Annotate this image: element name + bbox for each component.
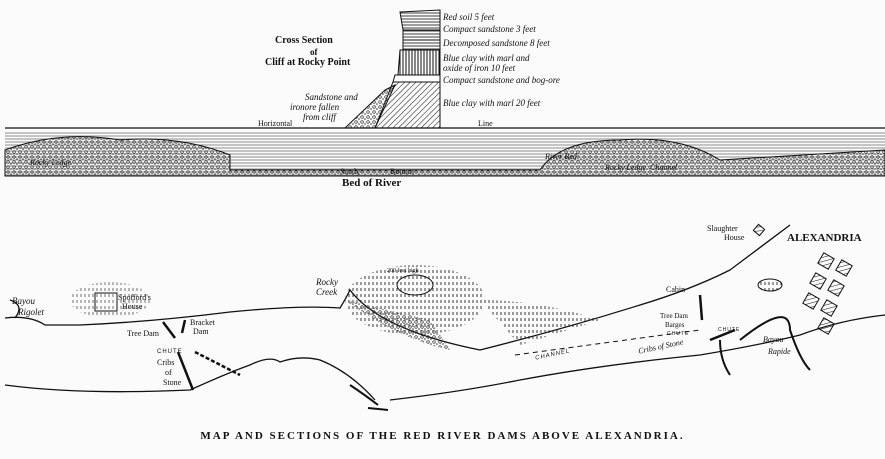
tree-dam-left: Tree Dam xyxy=(127,329,159,338)
cliff-cross-section xyxy=(343,9,441,129)
rocky-creek-2: Creek xyxy=(316,287,338,297)
fallen-label-2: ironore fallen xyxy=(290,102,340,112)
chute-right-1: CHUTE xyxy=(667,331,690,337)
dams xyxy=(162,294,736,391)
bracket-dam-2: Dam xyxy=(193,327,209,336)
tree-dam-right: Tree Dam xyxy=(660,312,688,320)
cribs-left-2: of xyxy=(165,368,172,377)
cribs-left-3: Stone xyxy=(163,378,182,387)
hill-hachures xyxy=(70,265,600,350)
slaughter-house-2: House xyxy=(724,233,745,242)
bracket-dam-1: Bracket xyxy=(190,318,215,327)
spoffords-house-2: House xyxy=(122,302,143,311)
map-caption: MAP AND SECTIONS OF THE RED RIVER DAMS A… xyxy=(200,430,685,442)
stratum-bog-ore: Compact sandstone and bog-ore xyxy=(443,75,560,85)
section-title-of: of xyxy=(310,47,318,57)
bayou-rapide-1: Bayou xyxy=(763,335,784,344)
rocky-ledge-right: Rocky Ledge xyxy=(605,163,647,172)
slaughter-house-1: Slaughter xyxy=(707,224,738,233)
bottom-label: Bottom xyxy=(390,167,415,176)
bayou-rigolet-2: Rigolet xyxy=(18,307,44,317)
alexandria-label: ALEXANDRIA xyxy=(787,232,862,244)
line-label: Line xyxy=(478,119,493,128)
sandy-label: Sandy xyxy=(340,167,360,176)
cabin-label: Cabin xyxy=(666,285,686,294)
fallen-label-1: Sandstone and xyxy=(305,92,358,102)
channel-label: Channel xyxy=(650,163,678,172)
stratum-red-soil: Red soil 5 feet xyxy=(443,12,495,22)
bayou-rigolet-1: Bayou xyxy=(12,296,35,306)
stratum-decomposed-sandstone: Decomposed sandstone 8 feet xyxy=(443,38,550,48)
hill-height-label: 200 feet high xyxy=(387,268,419,274)
barges-label: Barges xyxy=(665,321,685,329)
stratum-blue-clay-marl: Blue clay with marl 20 feet xyxy=(443,98,541,108)
rocky-ledge-left: Rocky Ledge xyxy=(30,158,72,167)
bed-of-river-label: Bed of River xyxy=(342,177,402,189)
spoffords-house-1: Spofford's xyxy=(118,293,151,302)
river-bed-section xyxy=(4,127,885,177)
river-bed-label: River Bed xyxy=(545,152,577,161)
bayou-rapide-2: Rapide xyxy=(768,347,791,356)
chute-left: CHUTE xyxy=(157,349,183,355)
fallen-label-3: from cliff xyxy=(303,112,336,122)
horizontal-label: Horizontal xyxy=(258,119,293,128)
section-title-cliff: Cliff at Rocky Point xyxy=(265,57,351,68)
stratum-blue-clay-2: oxide of iron 10 feet xyxy=(443,63,516,73)
alexandria-town xyxy=(752,223,853,335)
section-title: Cross Section xyxy=(275,35,333,46)
cribs-left-1: Cribs xyxy=(157,358,175,367)
stratum-blue-clay-1: Blue clay with marl and xyxy=(443,53,530,63)
creek-mouth xyxy=(349,384,389,411)
chute-right-2: CHUTE xyxy=(718,327,741,333)
rocky-creek-1: Rocky xyxy=(316,277,338,287)
stratum-compact-sandstone: Compact sandstone 3 feet xyxy=(443,24,536,34)
bayou-rapide-channel xyxy=(719,316,811,376)
